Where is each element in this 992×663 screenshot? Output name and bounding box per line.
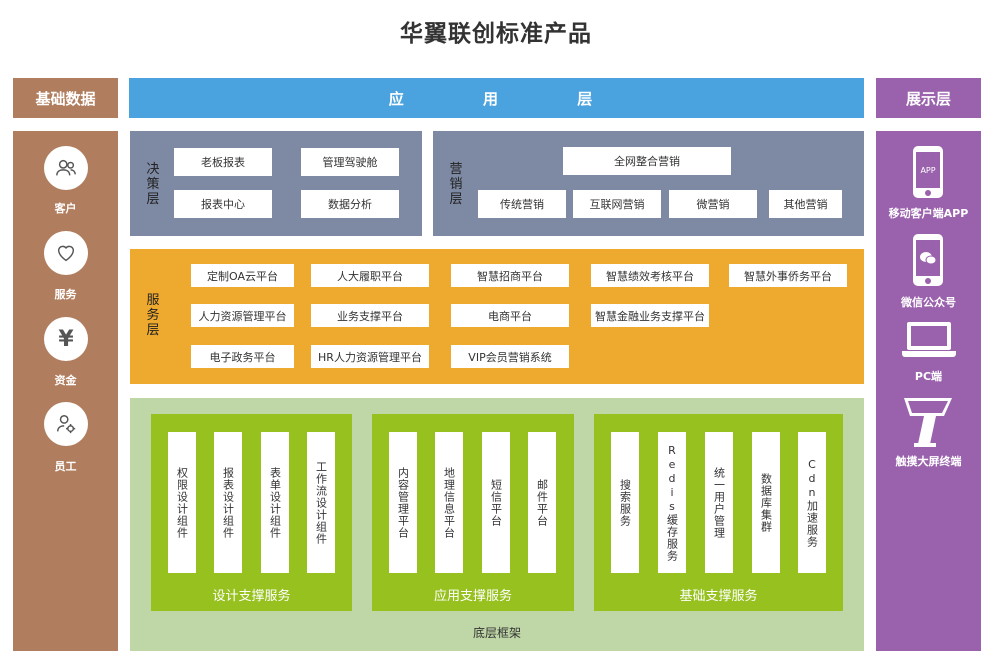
left-item-label: 服务 (54, 288, 77, 301)
base-component: 统一用户管理 (705, 432, 733, 573)
decision-item: 管理驾驶舱 (301, 148, 399, 176)
base-component: Cdn加速服务 (798, 432, 826, 573)
kiosk-icon (900, 396, 958, 448)
service-layer-label: 服务层 (146, 293, 160, 338)
service-item: 人力资源管理平台 (191, 304, 294, 327)
decision-item: 老板报表 (174, 148, 272, 176)
laptop-icon (902, 322, 956, 358)
application-support-label: 应用支撑服务 (433, 589, 512, 604)
service-item: HR人力资源管理平台 (311, 345, 429, 368)
design-component: 权限设计组件 (168, 432, 196, 573)
right-item-label: 微信公众号 (901, 296, 956, 309)
marketing-item: 互联网营销 (573, 190, 661, 218)
yen-icon: ¥ (44, 317, 88, 361)
basic-data-column (13, 131, 118, 651)
heart-icon (44, 231, 88, 275)
service-item: VIP会员营销系统 (451, 345, 569, 368)
service-item: 智慧招商平台 (451, 264, 569, 287)
users-icon (44, 146, 88, 190)
decision-item: 数据分析 (301, 190, 399, 218)
left-item-label: 资金 (54, 374, 77, 387)
header-application-layer: 应 用 层 (129, 78, 864, 118)
marketing-item: 微营销 (669, 190, 757, 218)
design-component: 表单设计组件 (261, 432, 289, 573)
service-item: 定制OA云平台 (191, 264, 294, 287)
header-basic-data: 基础数据 (13, 78, 118, 118)
base-support-label: 基础支撑服务 (679, 589, 758, 604)
marketing-top-item: 全网整合营销 (563, 147, 731, 175)
user-gear-icon (44, 402, 88, 446)
left-item-label: 客户 (54, 202, 77, 215)
wechat-phone-icon (913, 234, 943, 286)
design-component: 报表设计组件 (214, 432, 242, 573)
base-component: 搜索服务 (611, 432, 639, 573)
application-component: 内容管理平台 (389, 432, 417, 573)
marketing-layer-label: 营销层 (449, 162, 463, 207)
design-component: 工作流设计组件 (307, 432, 335, 573)
decision-layer-panel (130, 131, 422, 236)
decision-layer-label: 决策层 (146, 162, 160, 207)
app-icon-text: APP (920, 165, 936, 175)
service-item: 智慧绩效考核平台 (591, 264, 709, 287)
service-item: 电子政务平台 (191, 345, 294, 368)
display-layer-column (876, 131, 981, 651)
page-title: 华翼联创标准产品 (400, 21, 592, 47)
marketing-item: 传统营销 (478, 190, 566, 218)
left-item-label: 员工 (54, 460, 77, 473)
marketing-item: 其他营销 (769, 190, 842, 218)
right-item-label: 移动客户端APP (888, 207, 969, 220)
service-item: 业务支撑平台 (311, 304, 429, 327)
header-display-layer: 展示层 (876, 78, 981, 118)
application-component: 邮件平台 (528, 432, 556, 573)
service-item: 人大履职平台 (311, 264, 429, 287)
application-component: 地理信息平台 (435, 432, 463, 573)
base-component: Redis缓存服务 (658, 432, 686, 573)
service-item: 电商平台 (451, 304, 569, 327)
service-item: 智慧金融业务支撑平台 (591, 304, 709, 327)
decision-item: 报表中心 (174, 190, 272, 218)
foundation-label: 底层框架 (472, 626, 521, 640)
design-support-label: 设计支撑服务 (212, 589, 291, 604)
base-component: 数据库集群 (752, 432, 780, 573)
right-item-label: 触摸大屏终端 (895, 455, 962, 468)
service-item: 智慧外事侨务平台 (729, 264, 847, 287)
right-item-label: PC端 (914, 370, 943, 383)
application-component: 短信平台 (482, 432, 510, 573)
phone-app-icon: APP (913, 146, 943, 198)
